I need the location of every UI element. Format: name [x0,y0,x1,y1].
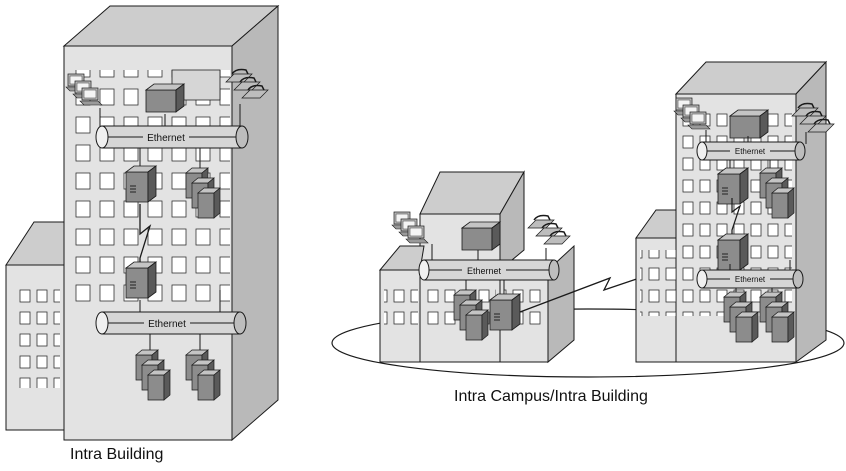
campus-tall-router-upper-icon [717,167,749,205]
campus-tall-router-lower-icon [717,233,749,271]
router-lower-icon [125,261,157,299]
wan-link-left [139,204,152,266]
caption-intra-building: Intra Building [70,446,164,463]
ethernet-segment-campus-lower: Ethernet [696,269,804,289]
ethernet-segment-bottom-left: Ethernet [95,311,247,335]
ethernet-label-4: Ethernet [735,147,766,156]
ethernet-label-5: Ethernet [735,275,766,284]
ethernet-label-1: Ethernet [147,133,185,144]
ethernet-segment-campus-small: Ethernet [418,259,560,281]
campus-router-icon [489,293,521,331]
campus-telephones-icon [527,214,571,245]
router-upper-icon [125,165,157,203]
ethernet-label-2: Ethernet [148,319,186,330]
caption-intra-campus: Intra Campus/Intra Building [454,388,648,405]
ethernet-segment-campus-upper: Ethernet [696,141,806,161]
campus-building-small [378,170,575,364]
campus-printer-icon [461,221,501,251]
wan-link-tall [731,198,742,238]
campus-group: Ethernet Ethernet [331,60,845,378]
campus-boundary [331,308,845,378]
campus-tall-printer-icon [729,109,769,139]
ethernet-segment-top-left: Ethernet [95,125,249,149]
ethernet-label-3: Ethernet [467,266,502,276]
printer-icon [145,83,185,113]
left-building-group: Ethernet Ethernet [5,4,280,442]
